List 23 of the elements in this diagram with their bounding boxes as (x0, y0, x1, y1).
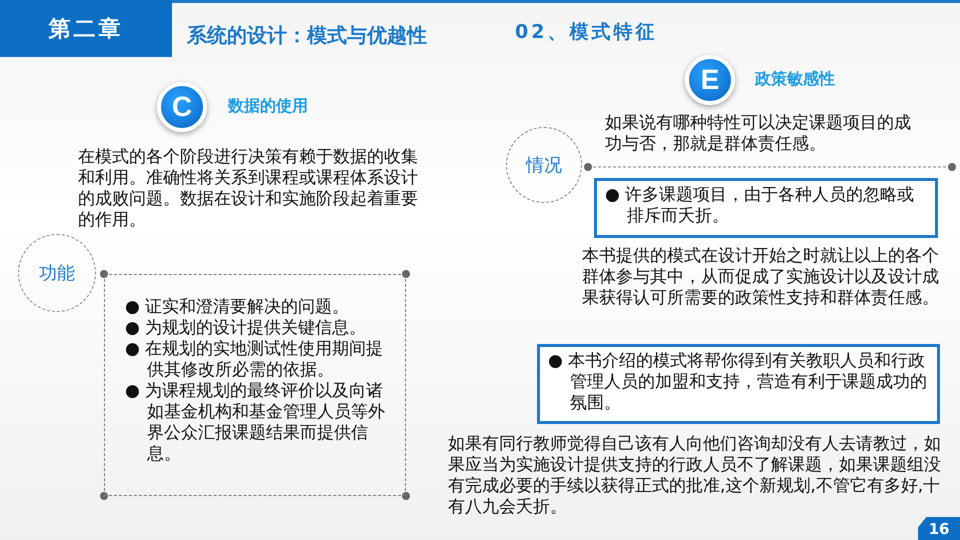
letter-badge: E (685, 55, 735, 105)
section-heading: 数据的使用 (228, 96, 309, 117)
chapter-tab: 第二章 (0, 0, 172, 57)
bullet-item: ● 许多课题项目，由于各种人员的忽略或排斥而夭折。 (605, 185, 916, 227)
paragraph: 在模式的各个阶段进行决策有赖于数据的收集和利用。准确性将关系到课程或课程体系设计的成败问题。数据在设计和实施阶段起着重要的作用。 (78, 147, 419, 231)
paragraph: 如果有同行教师觉得自己该有人向他们咨询却没有人去请教过，如果应当为实施设计提供支持的行政人员不了解课题，如果课题组没有完成必要的手续以获得正式的批准,这个新规划,不管它有多好,十有八九会夭折。 (448, 434, 942, 518)
paragraph: 本书提供的模式在设计开始之时就让以上的各个群体参与其中，从而促成了实施设计以及设计成果获得认可所需要的政策性支持和群体责任感。 (582, 246, 940, 309)
bullet-item: ● 在规划的实地测试性使用期间提供其修改所必需的依据。 (125, 339, 384, 381)
bullet-item: ● 为规划的设计提供关键信息。 (125, 318, 368, 339)
paragraph: 如果说有哪种特性可以决定课题项目的成功与否，那就是群体责任感。 (605, 113, 912, 155)
highlight-box (537, 344, 940, 424)
section-heading: 政策敏感性 (755, 69, 836, 90)
highlight-box (594, 178, 938, 238)
section-circle: 功能 (18, 234, 96, 312)
section-circle: 情况 (506, 127, 582, 203)
bullet-item: ● 本书介绍的模式将帮你得到有关教职人员和行政管理人员的加盟和支持，营造有利于课题成功的氛围。 (548, 351, 928, 414)
bullet-item: ● 为课程规划的最终评价以及向诸如基金机构和基金管理人员等外界公众汇报课题结果而提供信息。 (125, 381, 386, 465)
bullet-list-box (104, 274, 406, 496)
page-number: 16 (918, 517, 960, 540)
bullet-item: ● 证实和澄清要解决的问题。 (125, 297, 350, 318)
slide-title: 系统的设计：模式与优越性 (187, 22, 428, 49)
letter-badge: C (157, 82, 207, 132)
section-subtitle: 02、模式特征 (515, 22, 658, 43)
